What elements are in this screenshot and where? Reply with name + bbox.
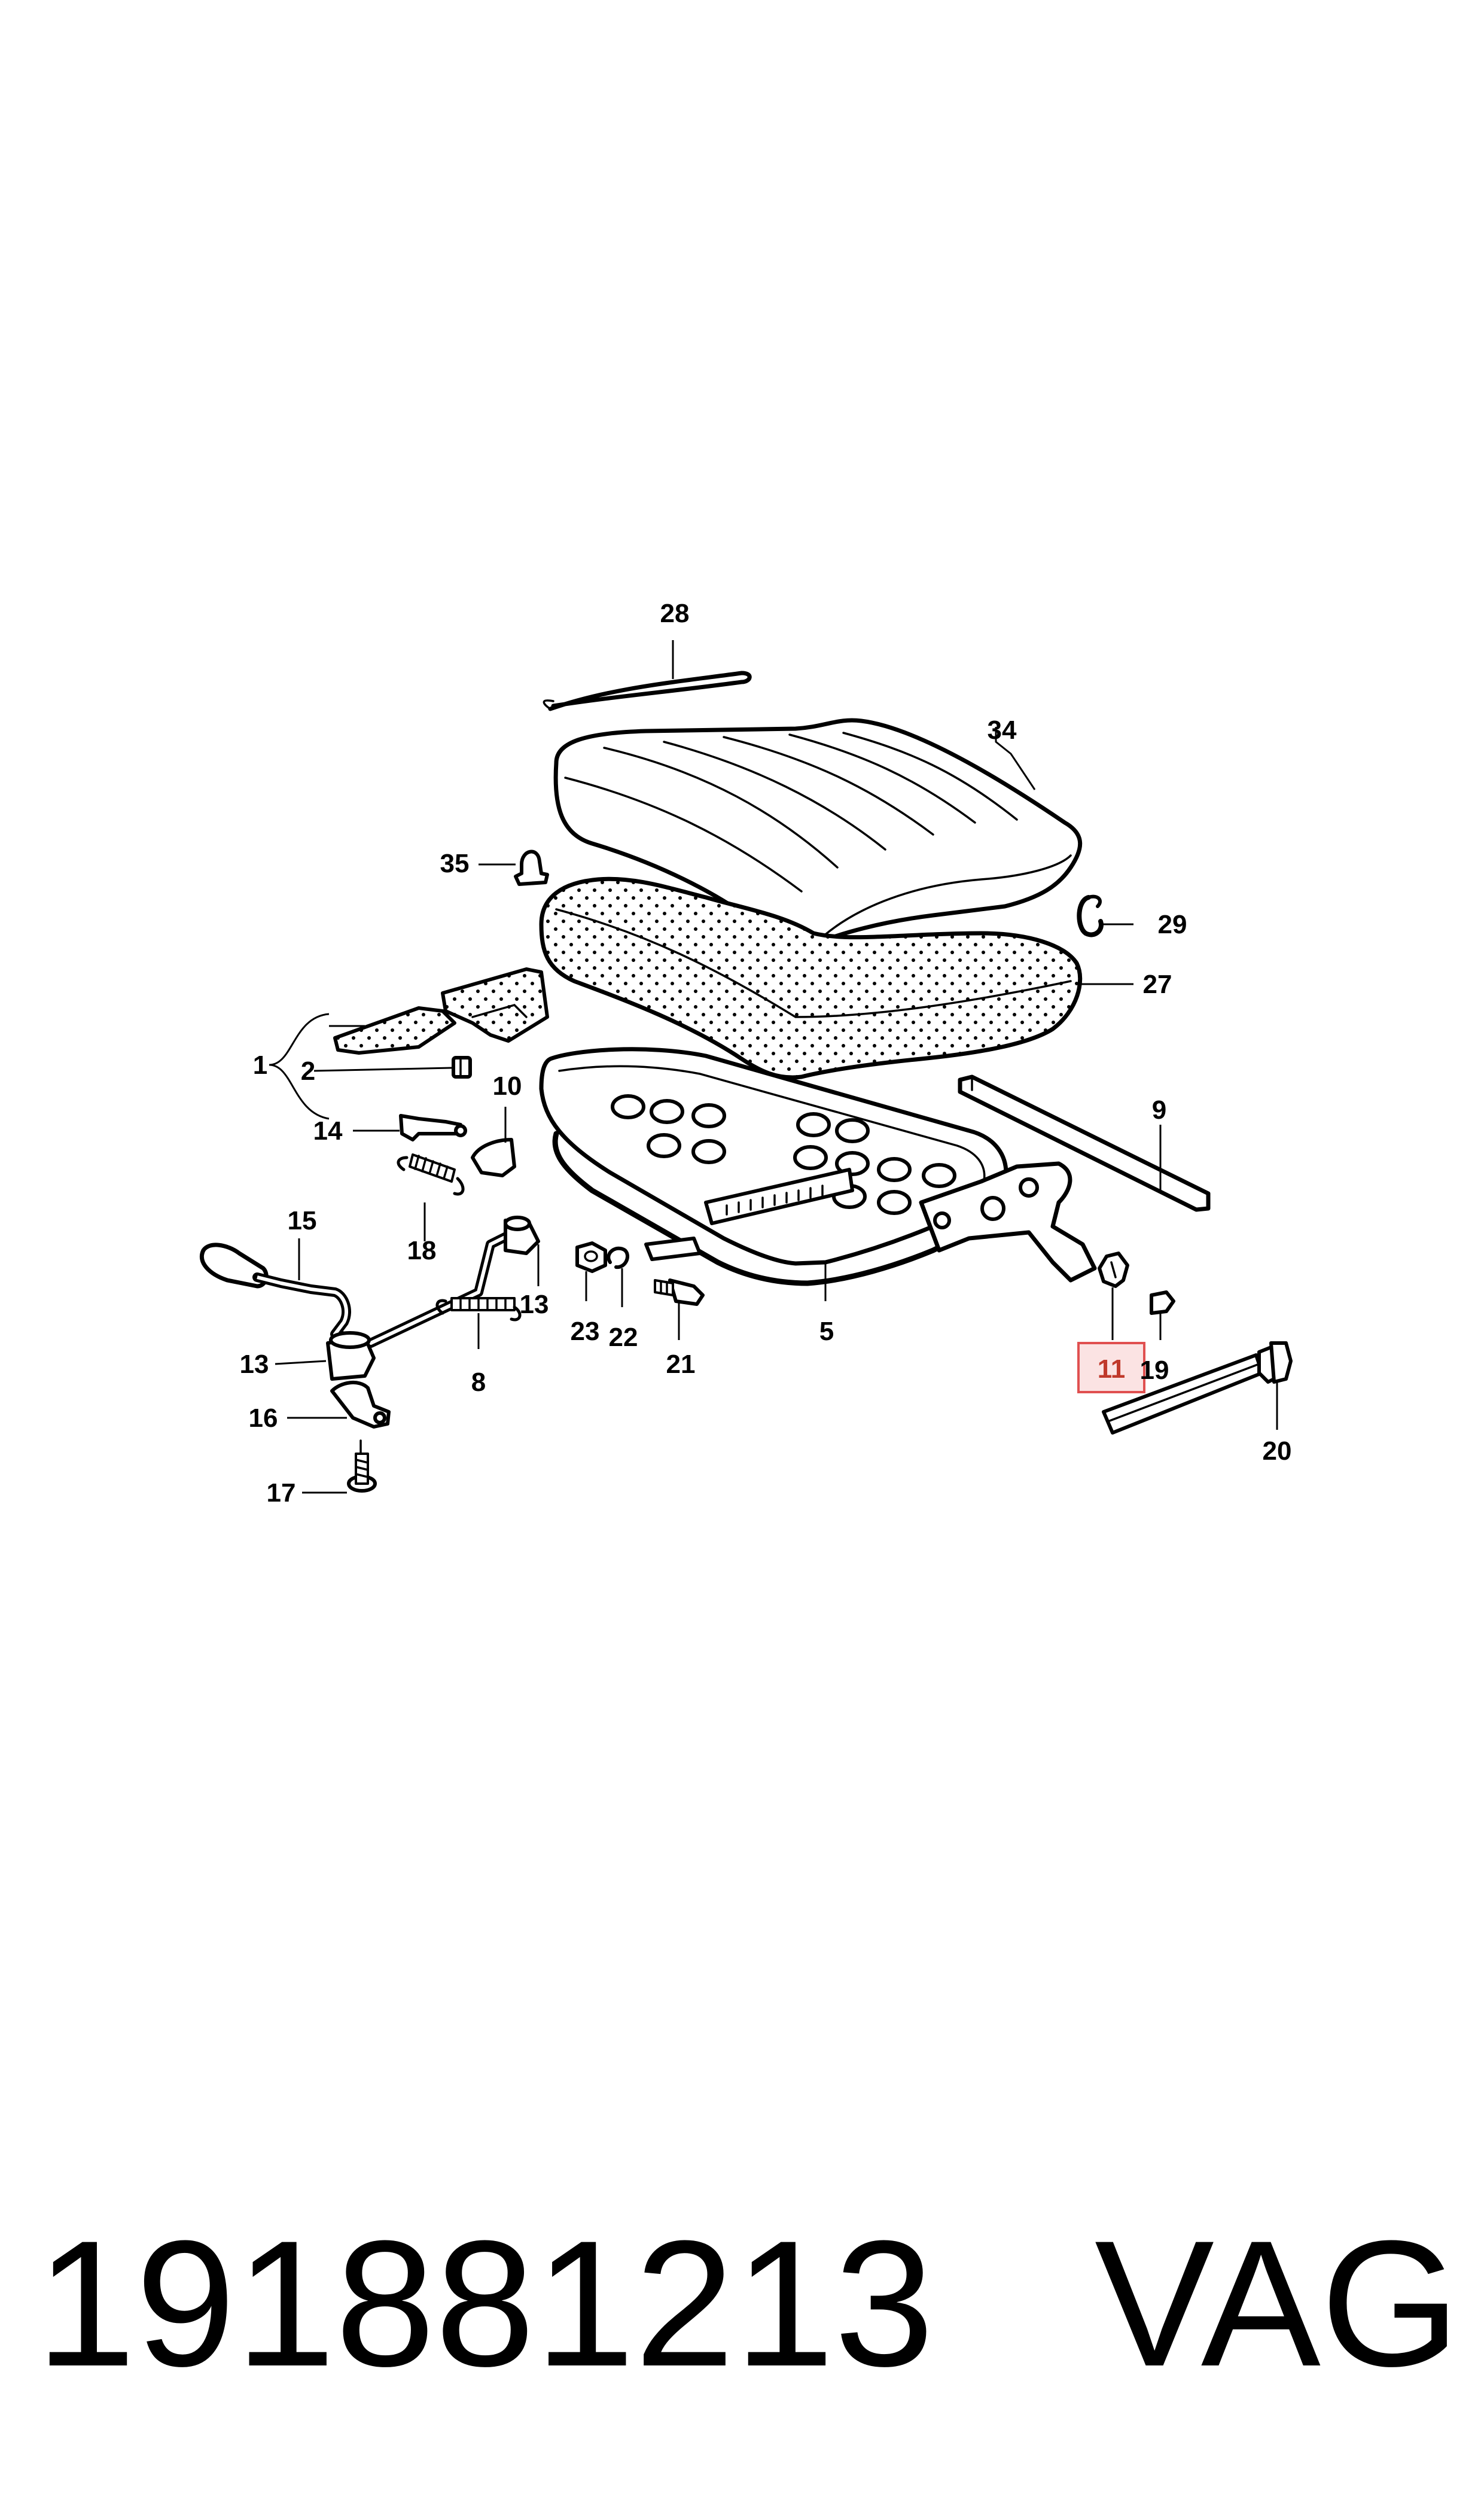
label-18: 18 [407,1236,437,1265]
label-10: 10 [493,1071,522,1101]
part-27-foam-pad [539,876,1083,1080]
label-1: 1 [253,1051,267,1080]
label-28: 28 [660,599,690,628]
part-28-wire-rod [543,671,752,711]
brand-name: VAG [1095,2203,1461,2404]
part-14-pin [399,1114,467,1141]
part-10-clip [471,1138,516,1177]
label-17: 17 [267,1478,296,1508]
part-13-lower-bushing [326,1331,376,1381]
part-19-slider [1150,1290,1175,1315]
label-2: 2 [301,1056,315,1086]
label-22: 22 [609,1323,638,1352]
part-20-end-cap [1257,1341,1293,1384]
leader-lines [269,640,1278,1494]
label-20: 20 [1263,1436,1292,1466]
part-23-nut [575,1241,607,1273]
label-21: 21 [666,1350,696,1379]
part-34-seat-cover [553,718,1083,949]
label-5: 5 [819,1317,834,1346]
callout-labels: 28 34 35 29 27 1 2 10 9 14 15 18 13 23 2… [240,599,1292,1508]
label-8: 8 [471,1368,486,1397]
part-17-screw [347,1439,377,1493]
label-27: 27 [1143,970,1172,999]
part-number: 191881213 [36,2203,934,2404]
part-1-side-trim [333,967,549,1055]
label-29: 29 [1158,910,1187,939]
part-11-retainer-clip [1098,1252,1129,1288]
part-21-bolt [654,1278,705,1306]
part-5-seat-frame [539,1047,1097,1286]
part-2-clip [452,1056,472,1079]
part-16-bracket [330,1380,391,1429]
part-15-lever-handle [199,1231,513,1348]
part-11-highlight [1077,1342,1145,1393]
label-19: 19 [1140,1356,1169,1385]
label-35: 35 [440,849,470,878]
label-9: 9 [1152,1095,1166,1125]
frame-holes [611,1094,956,1215]
label-16: 16 [249,1403,278,1433]
part-29-hook-ring [1077,894,1104,937]
part-18-spring [397,1153,465,1196]
label-23: 23 [571,1317,600,1346]
part-13-upper-bushing [504,1216,540,1255]
part-8-spring [435,1297,522,1322]
label-14: 14 [313,1116,343,1146]
part-35-push-clip [514,850,549,886]
part-9-rubber-strip [958,1074,1211,1212]
label-34: 34 [988,715,1017,745]
part-22-washer [607,1246,629,1269]
label-13-upper: 13 [520,1290,549,1319]
label-15: 15 [288,1206,317,1235]
label-13-lower: 13 [240,1350,269,1379]
label-11[interactable]: 11 [1098,1354,1126,1384]
